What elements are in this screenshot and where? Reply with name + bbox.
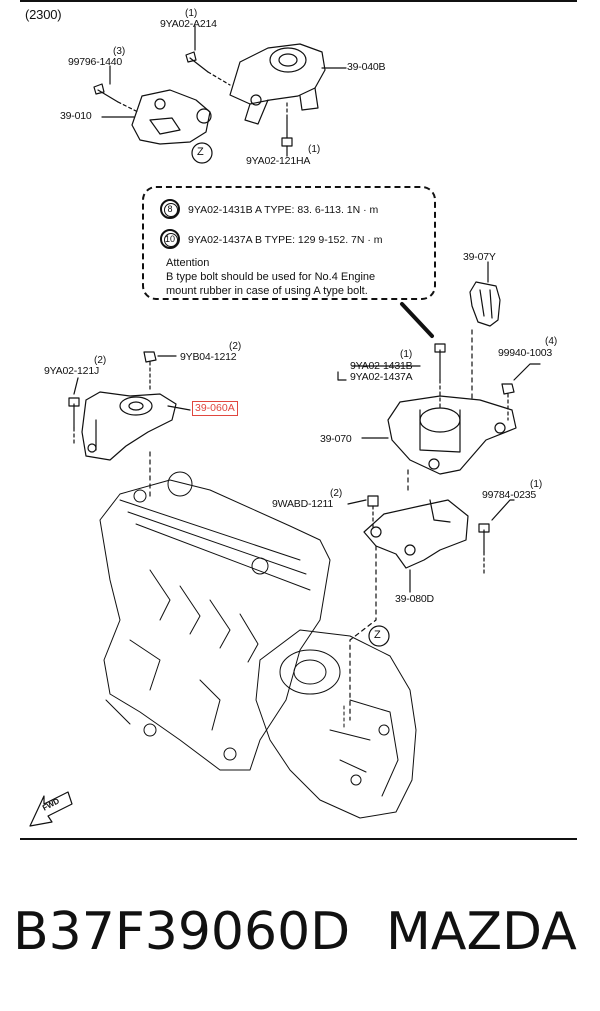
nut-99940-1003-drawing	[501, 363, 541, 421]
mount-39-070-drawing	[361, 395, 517, 475]
qty-9yb04-1212: (2)	[229, 341, 242, 352]
part-number: B37F39060D	[13, 902, 351, 962]
fwd-arrow-drawing	[29, 791, 73, 827]
view-z-circle-top	[191, 142, 213, 164]
part-label-39-040b[interactable]: 39-040B	[347, 61, 386, 73]
qty-99796-1440: (3)	[113, 46, 126, 57]
part-label-9ya02-1437a[interactable]: 9YA02-1437A	[350, 371, 413, 383]
qty-99784-0235: (1)	[530, 479, 543, 490]
attention-line-1: B type bolt should be used for No.4 Engi…	[166, 271, 376, 283]
qty-99940-1003: (4)	[545, 336, 558, 347]
cap-39-07y-drawing	[469, 261, 501, 327]
nut-9wabd-1211-drawing	[347, 495, 379, 531]
torque-text-b: 9YA02-1437A B TYPE: 129 9-152. 7N · m	[188, 234, 383, 246]
parts-diagram: (2300) (1) 9YA02-A214 (3) 99796-1440 39-…	[25, 7, 558, 827]
qty-9ya02-1431b: (1)	[400, 349, 413, 360]
top-rule	[20, 0, 577, 2]
bolt-9ya02-1431b-drawing	[337, 343, 446, 409]
mount-39-060a-drawing	[81, 391, 191, 461]
part-label-9ya02-a214[interactable]: 9YA02-A214	[160, 18, 217, 30]
bracket-39-080d-drawing	[363, 499, 469, 593]
mount-39-040b-drawing	[229, 43, 326, 125]
part-label-39-07y[interactable]: 39-07Y	[463, 251, 496, 263]
qty-9wabd-1211: (2)	[330, 488, 343, 499]
part-label-39-080d[interactable]: 39-080D	[395, 593, 434, 605]
part-label-9ya02-121ha[interactable]: 9YA02-121HA	[246, 155, 311, 167]
bolt-99784-0235-drawing	[478, 499, 515, 575]
bolt-99796-1440-drawing	[93, 83, 139, 113]
qty-9ya02-121j: (2)	[94, 355, 107, 366]
view-marker-z-bottom: Z	[374, 629, 381, 641]
part-label-9ya02-1431b[interactable]: 9YA02-1431B	[350, 360, 413, 372]
bolt-9ya02-a214-drawing	[185, 51, 231, 86]
bolt-9ya02-121ha-drawing	[281, 99, 293, 147]
section-code: (2300)	[25, 7, 62, 22]
part-label-39-070[interactable]: 39-070	[320, 433, 352, 445]
part-label-99796-1440[interactable]: 99796-1440	[68, 56, 123, 68]
attention-title: Attention	[166, 257, 210, 269]
part-label-9ya02-121j[interactable]: 9YA02-121J	[44, 365, 100, 377]
torque-text-a: 9YA02-1431B A TYPE: 83. 6-113. 1N · m	[188, 204, 379, 216]
part-label-99784-0235[interactable]: 99784-0235	[482, 489, 537, 501]
part-label-39-010[interactable]: 39-010	[60, 110, 92, 122]
diagram-drawing	[29, 25, 541, 827]
torque-circle-8: 8	[160, 199, 180, 219]
footer: B37F39060D MAZDA	[13, 902, 593, 962]
attention-line-2: mount rubber in case of using A type bol…	[166, 285, 368, 297]
part-label-39-060a-highlighted[interactable]: 39-060A	[192, 401, 238, 416]
nut-9yb04-1212-drawing	[143, 351, 177, 393]
transmission-drawing	[255, 629, 417, 819]
view-marker-z-top: Z	[197, 146, 204, 158]
part-label-9wabd-1211[interactable]: 9WABD-1211	[272, 498, 334, 510]
torque-circle-10: 10	[160, 229, 180, 249]
part-label-99940-1003[interactable]: 99940-1003	[498, 347, 553, 359]
bottom-rule	[20, 838, 577, 840]
bolt-9ya02-121j-drawing	[68, 377, 80, 447]
part-label-9yb04-1212[interactable]: 9YB04-1212	[180, 351, 237, 363]
bracket-39-010-drawing	[131, 89, 212, 145]
qty-9ya02-121ha: (1)	[308, 144, 321, 155]
brand-name: MAZDA	[386, 902, 577, 962]
view-z-circle-bottom	[368, 625, 390, 647]
attention-box: 8 9YA02-1431B A TYPE: 83. 6-113. 1N · m …	[142, 186, 436, 300]
engine-drawing	[99, 471, 331, 771]
qty-9ya02-a214: (1)	[185, 8, 198, 19]
